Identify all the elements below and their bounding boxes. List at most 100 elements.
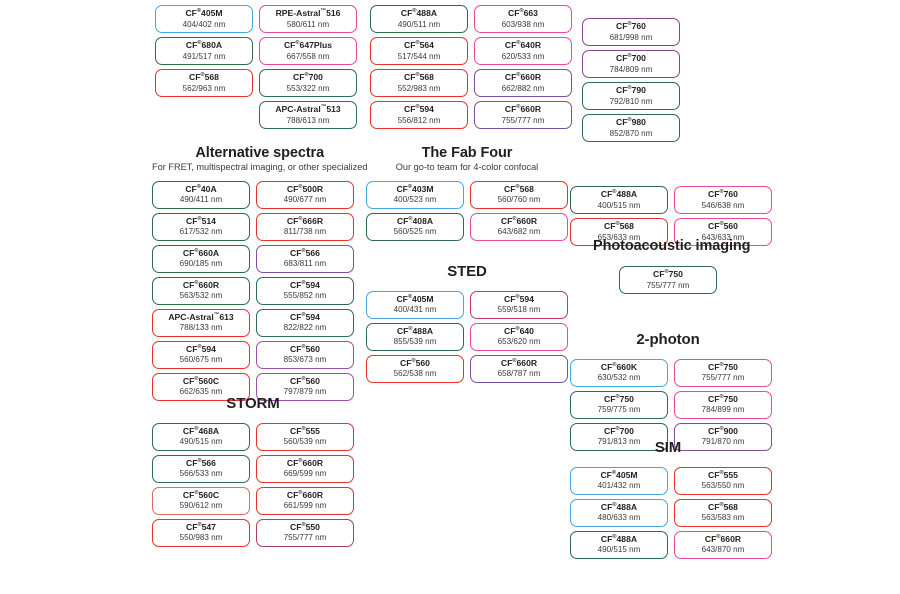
dye-name: CF®660R bbox=[704, 533, 742, 544]
dye-name: CF®560C bbox=[182, 489, 220, 500]
dye-spectra: 560/539 nm bbox=[283, 437, 327, 447]
dye-spectra: 755/777 nm bbox=[701, 373, 745, 383]
dye-name: CF®700 bbox=[616, 52, 646, 63]
dye-spectra: 401/432 nm bbox=[597, 481, 641, 491]
dye-spectra: 400/515 nm bbox=[597, 200, 641, 210]
dye-name: CF®568 bbox=[604, 220, 634, 231]
group-subtitle: Our go-to team for 4-color confocal bbox=[395, 162, 539, 173]
dye-name: CF®594 bbox=[290, 279, 320, 290]
dye-name: RPE-Astral™516 bbox=[275, 7, 341, 18]
dye-spectra: 690/185 nm bbox=[179, 259, 223, 269]
dye-name: CF®660R bbox=[286, 489, 324, 500]
dye-spectra: 490/515 nm bbox=[597, 545, 641, 555]
dye-spectra: 658/787 nm bbox=[497, 369, 541, 379]
group-title: Photoacoustic imaging bbox=[593, 238, 751, 254]
dye-spectra: 490/515 nm bbox=[179, 437, 223, 447]
dye-name: CF®666R bbox=[286, 215, 324, 226]
dye-spectra: 550/983 nm bbox=[179, 533, 223, 543]
dye-name: CF®594 bbox=[404, 103, 434, 114]
dye-name: CF®660R bbox=[500, 215, 538, 226]
dye-name: CF®594 bbox=[504, 293, 534, 304]
dye-name: CF®405M bbox=[185, 7, 223, 18]
dye-spectra: 620/533 nm bbox=[501, 51, 545, 61]
dye-name: CF®560 bbox=[400, 357, 430, 368]
